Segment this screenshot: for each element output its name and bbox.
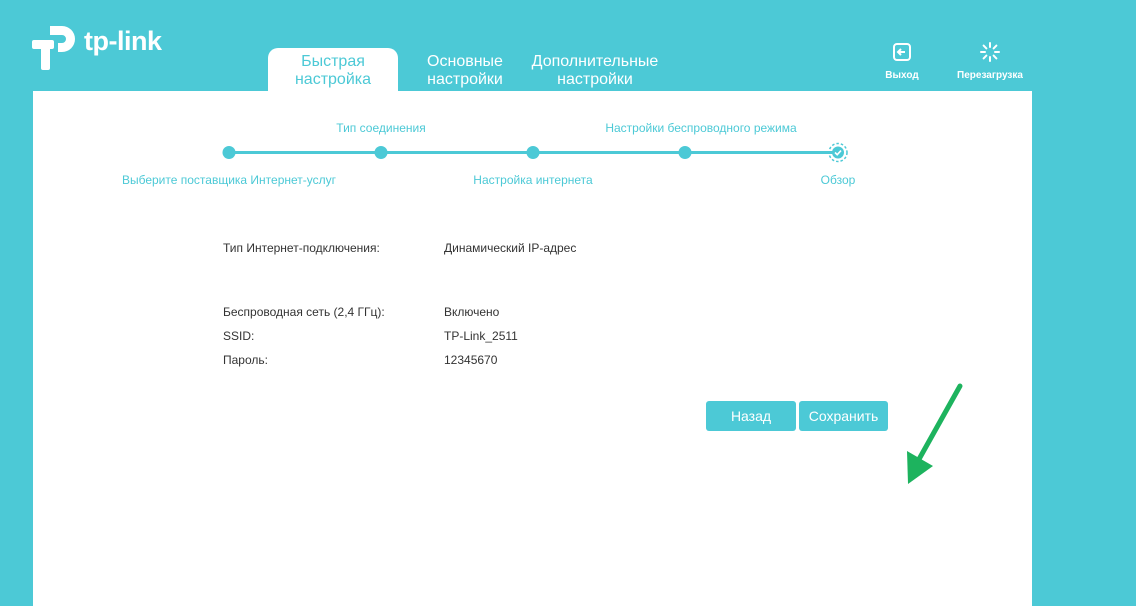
step-label-isp: Выберите поставщика Интернет-услуг — [121, 173, 337, 187]
tab-advanced-settings[interactable]: Дополнительные настройки — [528, 48, 662, 91]
logout-icon — [893, 43, 911, 61]
password-value: 12345670 — [444, 353, 498, 367]
wireless-label: Беспроводная сеть (2,4 ГГц): — [223, 305, 385, 319]
tp-link-logo-icon — [32, 26, 75, 70]
step-dot-internet-setup — [526, 146, 540, 159]
ssid-label: SSID: — [223, 329, 255, 343]
setup-stepper: Выберите поставщика Интернет-услуг Тип с… — [33, 91, 1032, 201]
main-panel: Выберите поставщика Интернет-услуг Тип с… — [33, 91, 1032, 606]
step-dot-connection-type — [374, 146, 388, 159]
step-dot-review-current — [828, 142, 848, 163]
annotation-arrow-icon — [907, 383, 963, 484]
tab-label-line1: Быстрая — [301, 53, 365, 70]
tab-basic-settings[interactable]: Основные настройки — [400, 48, 530, 91]
tab-label-line1: Дополнительные — [531, 53, 659, 70]
reboot-button[interactable]: Перезагрузка — [950, 42, 1030, 81]
password-label: Пароль: — [223, 353, 268, 367]
connection-type-label: Тип Интернет-подключения: — [223, 241, 380, 255]
wireless-value: Включено — [444, 305, 500, 319]
reboot-label: Перезагрузка — [957, 70, 1023, 81]
tab-label-line2: настройка — [294, 71, 372, 88]
ssid-value: TP-Link_2511 — [444, 329, 518, 343]
logo-text: tp-link — [84, 25, 162, 56]
connection-type-value: Динамический IP-адрес — [444, 241, 577, 255]
step-label-connection-type: Тип соединения — [336, 121, 426, 135]
back-button[interactable]: Назад — [706, 401, 796, 431]
tab-label-line1: Основные — [427, 53, 503, 70]
logout-button[interactable]: Выход — [882, 42, 922, 81]
step-label-wireless: Настройки беспроводного режима — [605, 121, 797, 135]
tp-link-logo: tp-link — [30, 22, 162, 72]
step-label-review: Обзор — [820, 173, 856, 187]
tab-label-line2: настройки — [557, 71, 633, 88]
logout-label: Выход — [885, 70, 919, 81]
tab-quick-setup[interactable]: Быстрая настройка — [268, 48, 398, 91]
step-label-internet-setup: Настройка интернета — [473, 173, 593, 187]
step-dot-isp — [222, 146, 236, 159]
step-dot-wireless — [678, 146, 692, 159]
save-button[interactable]: Сохранить — [799, 401, 888, 431]
reboot-spinner-icon — [980, 42, 1000, 62]
tab-label-line2: настройки — [427, 71, 503, 88]
